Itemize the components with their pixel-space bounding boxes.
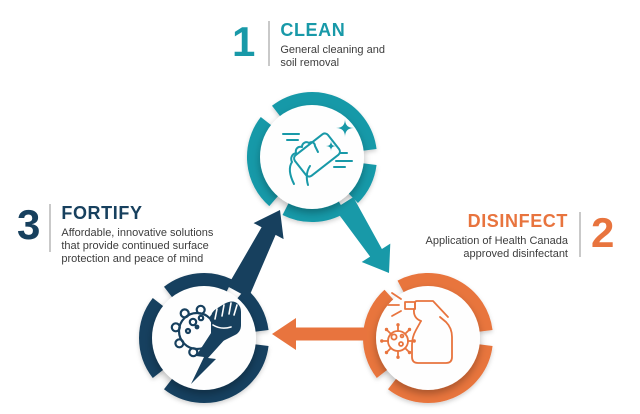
step-clean-label: 1 CLEAN General cleaning and soil remova… <box>232 18 420 70</box>
clean-disc <box>260 105 364 209</box>
step-fortify-label: 3 FORTIFY Affordable, innovative solutio… <box>17 201 231 266</box>
step-2-description: Application of Health Canada approved di… <box>425 234 568 260</box>
step-3-description: Affordable, innovative solutions that pr… <box>61 226 214 265</box>
fortify-disc <box>152 286 256 390</box>
step-1-title: CLEAN <box>280 20 346 40</box>
arrow-fortify-to-clean <box>227 210 284 298</box>
wiping-hand-sparkle-icon <box>282 119 354 186</box>
divider-line <box>49 204 52 252</box>
disinfect-ring <box>363 273 493 403</box>
step-2-title: DISINFECT <box>467 211 568 231</box>
arrow-clean-to-disinfect <box>334 197 391 273</box>
disinfect-disc <box>376 286 480 390</box>
step-3-title: FORTIFY <box>61 203 143 223</box>
step-2-number: 2 <box>591 209 615 256</box>
step-1-number: 1 <box>232 18 256 65</box>
step-disinfect-label: DISINFECT Application of Health Canada a… <box>398 209 615 261</box>
step-3-number: 3 <box>17 201 41 248</box>
arrow-disinfect-to-fortify <box>272 318 367 350</box>
step-1-description: General cleaning and soil removal <box>280 43 385 69</box>
fortify-ring <box>139 273 269 403</box>
fist-lightning-virus-icon <box>170 301 241 384</box>
spray-bottle-virus-icon <box>380 292 453 364</box>
divider-line <box>579 212 581 257</box>
divider-line <box>268 21 271 66</box>
